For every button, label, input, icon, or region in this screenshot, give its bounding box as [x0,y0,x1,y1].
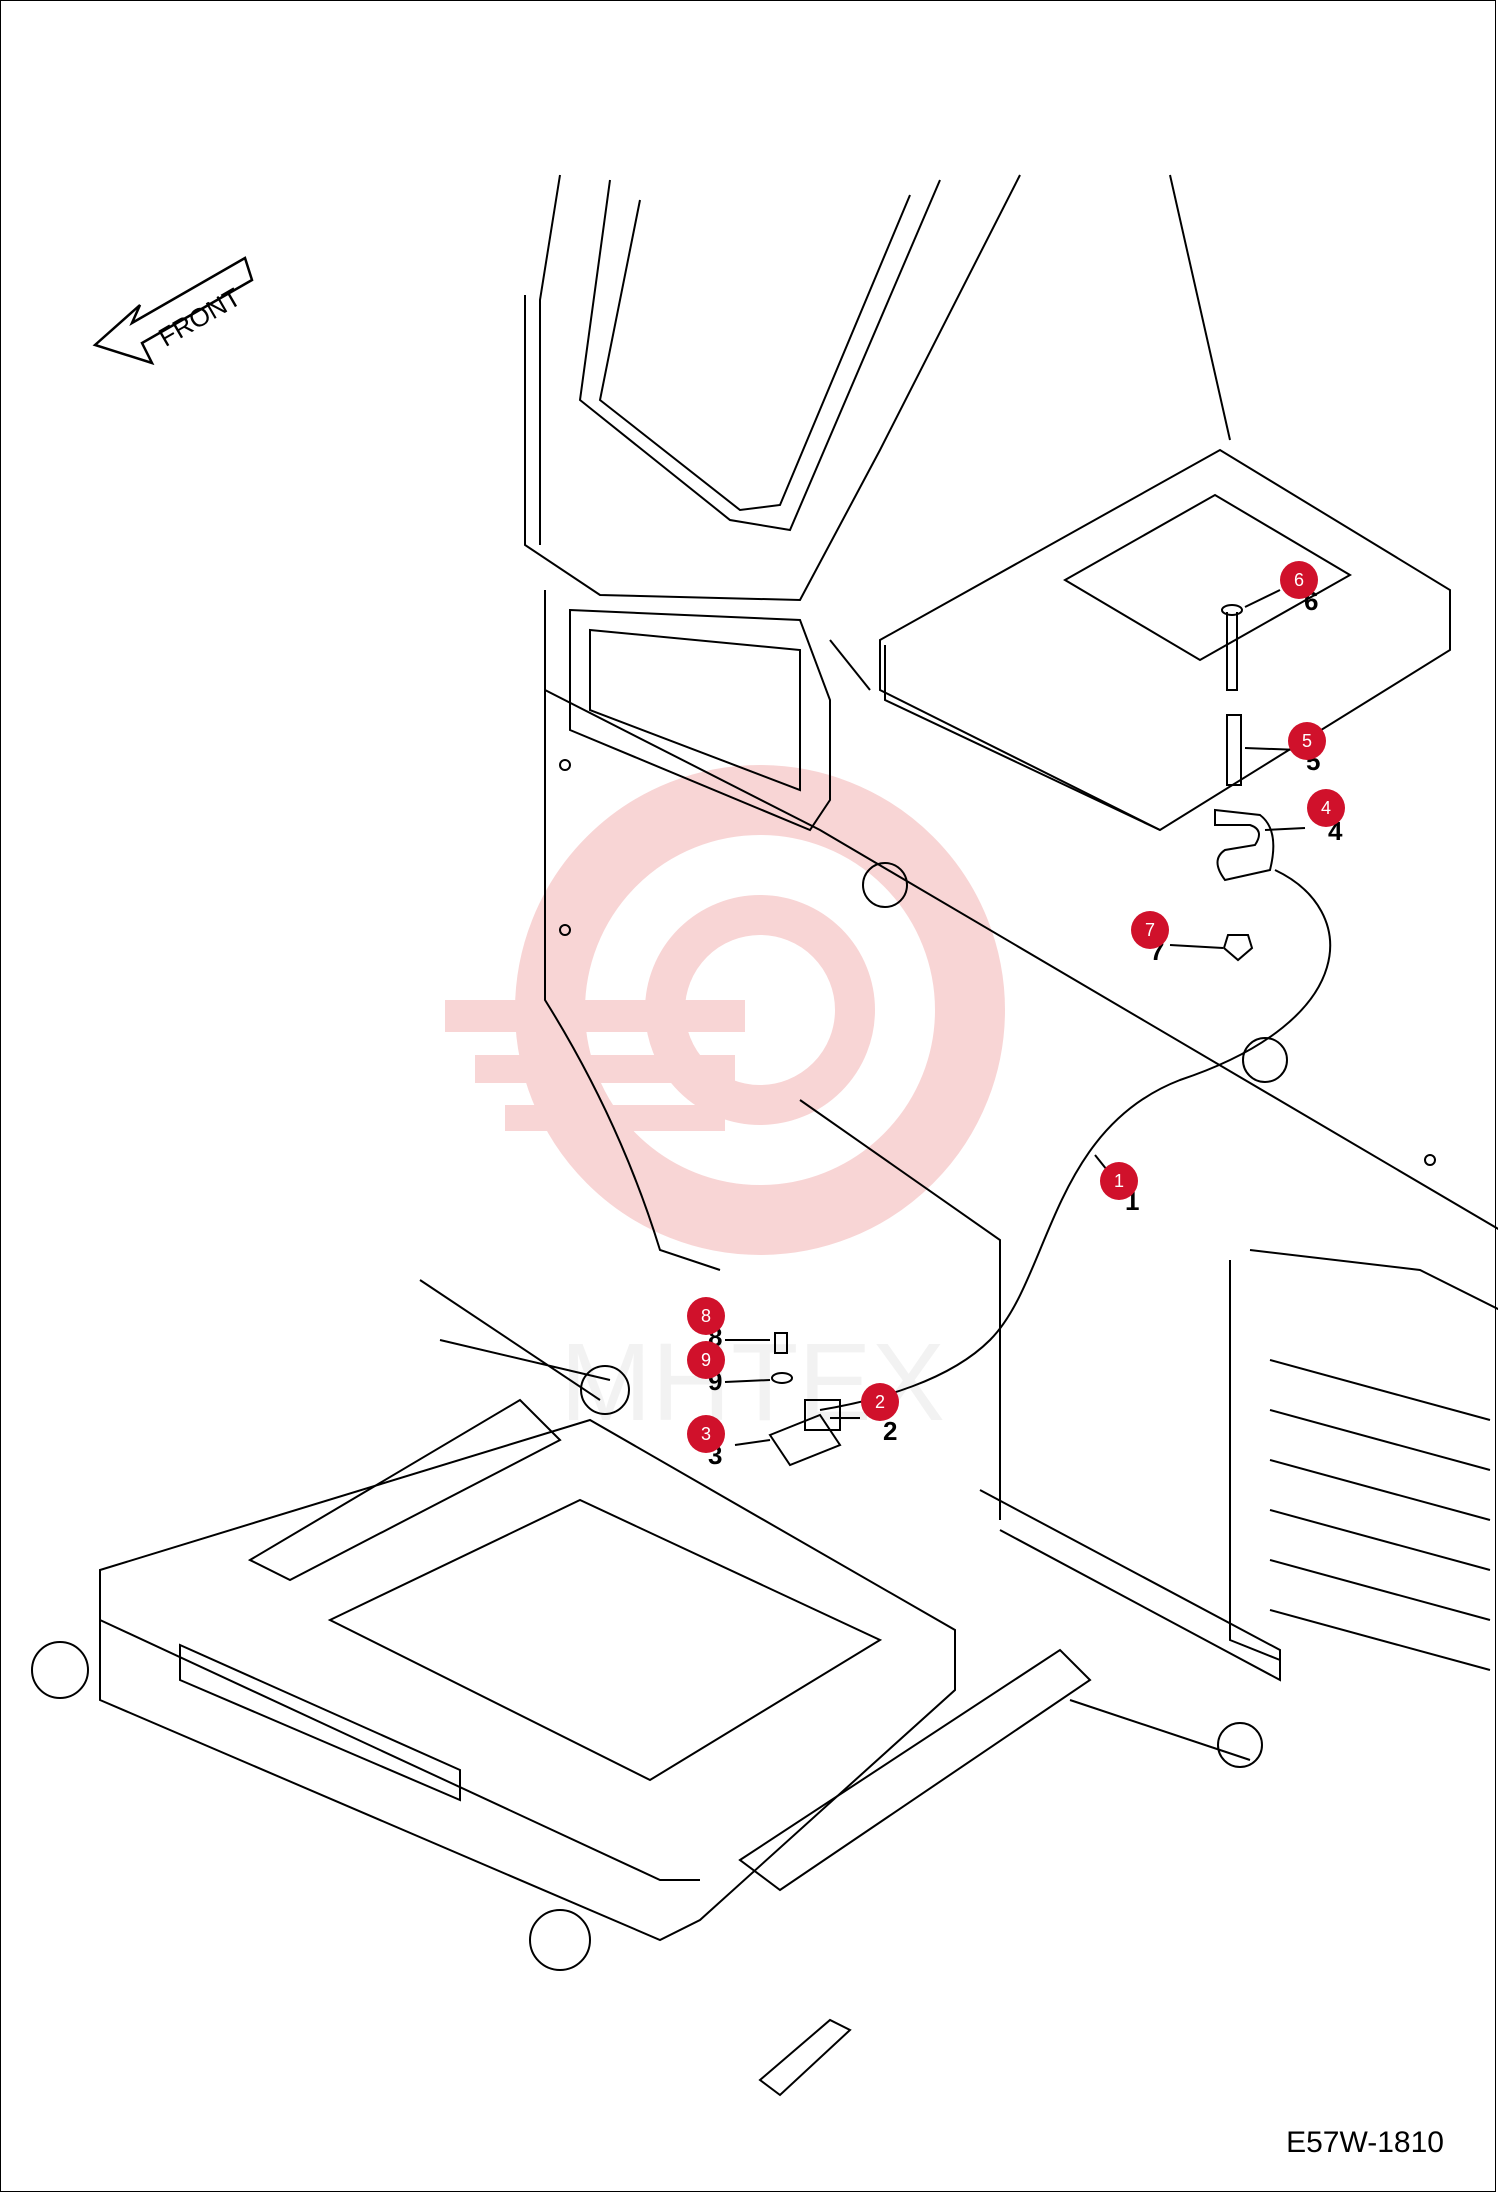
front-arrow: FRONT [92,256,254,366]
svg-text:7: 7 [1145,920,1155,940]
svg-text:5: 5 [1302,731,1312,751]
svg-text:9: 9 [701,1350,711,1370]
callout-2[interactable]: 2 [861,1383,899,1421]
callouts: 6 5 4 7 1 2 3 8 9 [687,561,1345,1453]
drawing-id: E57W-1810 [1286,2126,1444,2159]
svg-text:6: 6 [1294,570,1304,590]
callout-4[interactable]: 4 [1307,789,1345,827]
callout-7[interactable]: 7 [1131,911,1169,949]
machine-outline [31,174,1498,2097]
svg-text:1: 1 [1114,1171,1124,1191]
callout-8[interactable]: 8 [687,1297,725,1335]
watermark-text: MHTEX [560,1321,945,1444]
svg-text:2: 2 [875,1392,885,1412]
svg-text:3: 3 [701,1424,711,1444]
grille-slats [1269,1359,1491,1671]
callout-6[interactable]: 6 [1280,561,1318,599]
callout-1[interactable]: 1 [1100,1162,1138,1200]
callout-3[interactable]: 3 [687,1415,725,1453]
partnum-2: 2 [883,1416,897,1446]
callout-9[interactable]: 9 [687,1341,725,1379]
svg-text:4: 4 [1321,798,1331,818]
svg-text:8: 8 [701,1306,711,1326]
callout-5[interactable]: 5 [1288,722,1326,760]
hardware-parts [724,589,1332,1467]
